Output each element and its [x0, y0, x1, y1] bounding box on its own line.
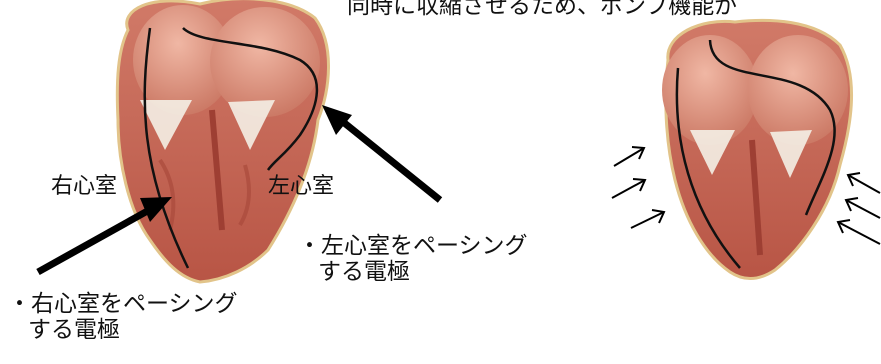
- annotation-rv-line2: する電極: [8, 317, 238, 343]
- contraction-arrows-right: [838, 173, 880, 244]
- annotation-lv-line2: する電極: [298, 259, 528, 285]
- caption-top: 同時に収縮させるため、ポンプ機能が: [347, 0, 737, 19]
- annotation-rv-line1: ・右心室をペーシング: [8, 291, 238, 317]
- label-right-ventricle: 右心室: [51, 174, 117, 199]
- heart-right: [662, 20, 852, 278]
- annotation-lv-electrode: ・左心室をペーシング する電極: [298, 233, 528, 286]
- contraction-arrows-left: [612, 147, 664, 228]
- annotation-lv-line1: ・左心室をペーシング: [298, 233, 528, 259]
- annotation-rv-electrode: ・右心室をペーシング する電極: [8, 291, 238, 344]
- label-left-ventricle: 左心室: [268, 174, 334, 199]
- arrow-lv-electrode: [322, 105, 440, 200]
